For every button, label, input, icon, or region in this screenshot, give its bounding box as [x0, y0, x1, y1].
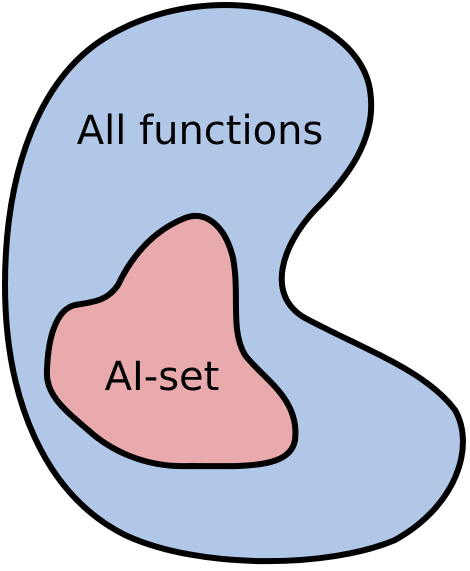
all-functions-label: All functions [77, 108, 324, 154]
ai-set-region [43, 213, 299, 470]
ai-set-label: AI-set [105, 354, 220, 400]
